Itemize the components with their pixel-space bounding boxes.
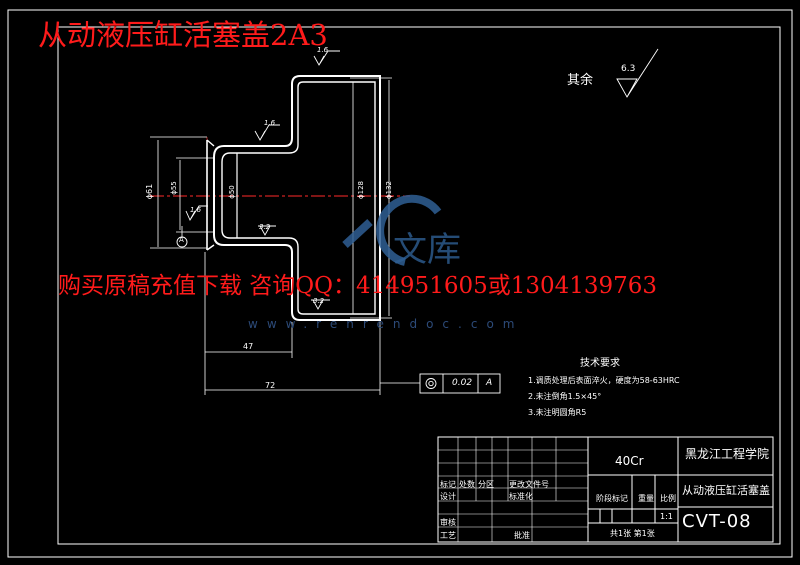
tb-label-zone: 分区 — [478, 480, 494, 489]
tb-label-standard: 标准化 — [509, 492, 533, 501]
tb-label-designer: 设计 — [440, 492, 456, 501]
dim-d50: ϕ50 — [227, 185, 236, 199]
roughness-rest-value: 6.3 — [621, 64, 636, 74]
dim-d132: ϕ132 — [384, 181, 393, 199]
inner-frame — [57, 26, 781, 545]
dim-d128: ϕ128 — [356, 181, 365, 199]
tech-req-item-3: 3.未注明圆角R5 — [528, 408, 587, 417]
dim-len72: 72 — [265, 381, 276, 390]
tolerance-value: 0.02 — [452, 378, 473, 388]
tb-label-approve: 批准 — [514, 531, 530, 540]
part-name: 从动液压缸活塞盖 — [682, 484, 770, 497]
advert-text: 购买原稿充值下载 咨询QQ：414951605或1304139763 — [58, 273, 658, 299]
roughness-marks — [185, 48, 659, 310]
dim-d61: ϕ61 — [145, 183, 155, 200]
drawing-number: CVT-08 — [682, 511, 752, 532]
datum-circle — [176, 236, 188, 248]
dimension-lines — [150, 77, 420, 395]
roughness-inner: 3.2 — [259, 223, 271, 231]
dim-len47: 47 — [243, 342, 254, 351]
tolerance-frame — [419, 373, 501, 394]
sheet-info: 共1张 第1张 — [610, 529, 655, 538]
roughness-top: 1.6 — [317, 46, 329, 54]
school-name: 黑龙江工程学院 — [685, 447, 770, 461]
title-block — [437, 436, 774, 543]
watermark-logo — [342, 194, 442, 266]
tb-label-count: 处数 — [459, 480, 475, 489]
tb-label-scale: 比例 — [660, 494, 676, 503]
tech-req-heading: 技术要求 — [580, 358, 620, 369]
tb-label-stage: 阶段标记 — [596, 494, 628, 503]
tech-req-item-2: 2.未注倒角1.5×45° — [528, 392, 602, 401]
title-block-grid — [438, 437, 588, 542]
datum-label: A — [179, 236, 184, 244]
tb-label-weight: 重量 — [638, 494, 654, 503]
roughness-rest-label: 其余 — [567, 73, 594, 88]
tech-req-item-1: 1.调质处理后表面淬火，硬度为58-63HRC — [528, 376, 680, 385]
roughness-upper-left: 1.6 — [264, 119, 276, 127]
watermark-text: 文库 — [393, 230, 461, 270]
scale-value: 1:1 — [660, 512, 673, 521]
tb-label-doc-no: 更改文件号 — [509, 480, 549, 489]
material: 40Cr — [615, 454, 644, 468]
roughness-hole: 1.6 — [190, 206, 202, 214]
tb-label-review: 审核 — [440, 518, 456, 527]
roughness-bottom: 3.2 — [313, 297, 325, 305]
watermark-url: www.renrendoc.com — [248, 317, 524, 331]
dim-d55: ϕ55 — [169, 181, 178, 195]
drawing-title: 从动液压缸活塞盖2A3 — [38, 18, 328, 52]
tolerance-datum: A — [486, 378, 493, 388]
tb-label-process: 工艺 — [440, 531, 456, 540]
tb-label-mark: 标记 — [440, 480, 456, 489]
outer-border — [7, 9, 793, 558]
